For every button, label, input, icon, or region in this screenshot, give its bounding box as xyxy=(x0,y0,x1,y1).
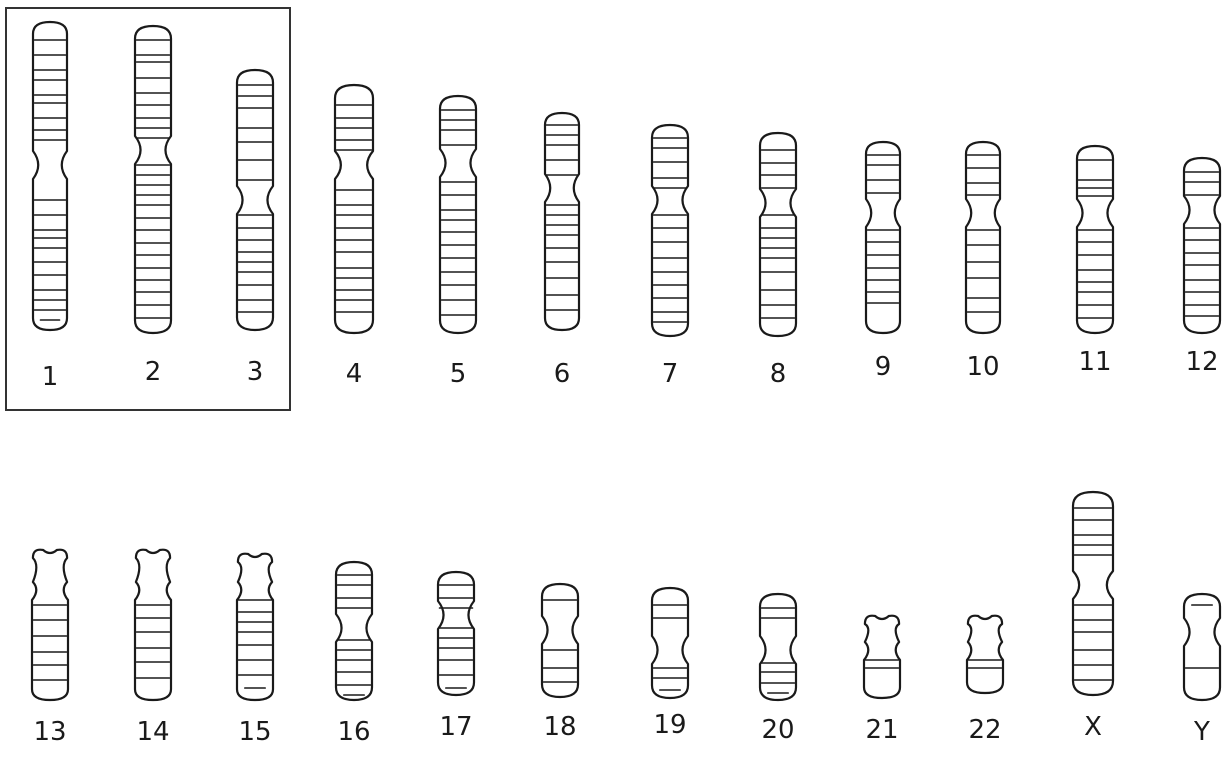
chromosome-label: 16 xyxy=(337,717,370,747)
chromosome-13: 13 xyxy=(32,550,68,747)
chromosome-outline xyxy=(652,125,688,336)
chromosome-label: 7 xyxy=(662,359,679,389)
chromosome-1: 1 xyxy=(33,22,67,392)
chromosome-outline xyxy=(237,70,273,330)
chromosome-label: 18 xyxy=(543,712,576,742)
chromosome-outline xyxy=(335,85,373,333)
chromosome-label: 11 xyxy=(1078,347,1111,377)
chromosome-8: 8 xyxy=(760,133,796,389)
chromosome-3: 3 xyxy=(237,70,273,387)
chromosome-label: 17 xyxy=(439,712,472,742)
chromosome-label: 22 xyxy=(968,715,1001,745)
chromosome-label: 1 xyxy=(42,362,59,392)
chromosome-label: 21 xyxy=(865,715,898,745)
chromosome-6: 6 xyxy=(545,113,579,389)
chromosome-label: 2 xyxy=(145,357,162,387)
chromosome-20: 20 xyxy=(760,594,796,745)
chromosome-21: 21 xyxy=(864,616,900,745)
chromosome-label: 3 xyxy=(247,357,264,387)
chromosome-11: 11 xyxy=(1077,146,1113,377)
chromosome-x: X xyxy=(1073,492,1113,742)
chromosome-outline xyxy=(542,584,578,697)
chromosome-label: 19 xyxy=(653,710,686,740)
chromosome-outline xyxy=(1184,594,1220,700)
chromosome-10: 10 xyxy=(966,142,1000,382)
chromosome-label: 5 xyxy=(450,359,467,389)
chromosome-outline xyxy=(440,96,476,333)
chromosome-label: 12 xyxy=(1185,347,1218,377)
chromosome-label: 4 xyxy=(346,359,363,389)
chromosome-22: 22 xyxy=(967,616,1003,745)
chromosome-15: 15 xyxy=(237,554,273,747)
chromosome-outline xyxy=(32,550,68,700)
chromosome-label: 6 xyxy=(554,359,571,389)
chromosome-outline xyxy=(438,572,474,695)
chromosome-outline xyxy=(866,142,900,333)
chromosome-12: 12 xyxy=(1184,158,1220,377)
chromosome-17: 17 xyxy=(438,572,474,742)
chromosome-2: 2 xyxy=(135,26,171,387)
chromosome-label: 10 xyxy=(966,352,999,382)
chromosome-label: 13 xyxy=(33,717,66,747)
chromosome-16: 16 xyxy=(336,562,372,747)
chromosome-9: 9 xyxy=(866,142,900,382)
chromosome-5: 5 xyxy=(440,96,476,389)
chromosome-19: 19 xyxy=(652,588,688,740)
chromosome-outline xyxy=(1184,158,1220,333)
chromosome-label: 9 xyxy=(875,352,892,382)
chromosome-outline xyxy=(33,22,67,330)
chromosome-label: Y xyxy=(1193,717,1210,747)
chromosome-label: 20 xyxy=(761,715,794,745)
chromosome-label: 14 xyxy=(136,717,169,747)
chromosome-y: Y xyxy=(1184,594,1220,747)
chromosome-outline xyxy=(966,142,1000,333)
chromosome-outline xyxy=(336,562,372,700)
chromosome-outline xyxy=(864,616,900,698)
chromosome-7: 7 xyxy=(652,125,688,389)
chromosome-outline xyxy=(237,554,273,700)
chromosome-outline xyxy=(967,616,1003,693)
chromosome-14: 14 xyxy=(135,550,171,747)
chromosome-label: X xyxy=(1084,712,1102,742)
chromosome-label: 8 xyxy=(770,359,787,389)
chromosome-label: 15 xyxy=(238,717,271,747)
chromosome-4: 4 xyxy=(335,85,373,389)
chromosome-18: 18 xyxy=(542,584,578,742)
chromosome-outline xyxy=(135,26,171,333)
chromosome-outline xyxy=(760,594,796,700)
